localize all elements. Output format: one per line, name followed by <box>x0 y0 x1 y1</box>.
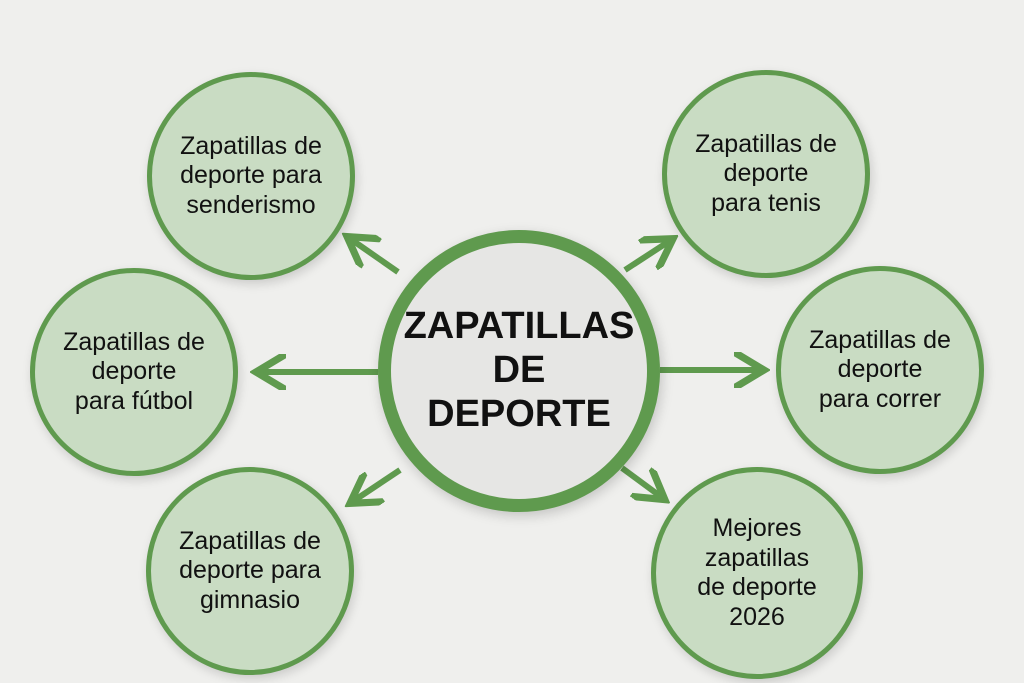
node-label: Zapatillas de deporte para tenis <box>695 129 837 217</box>
node-gimnasio: Zapatillas de deporte para gimnasio <box>146 467 354 675</box>
central-topic-label: ZAPATILLAS DE DEPORTE <box>403 305 635 435</box>
arrow-senderismo <box>352 240 400 275</box>
arrow-mejores <box>620 465 660 496</box>
node-label: Zapatillas de deporte para gimnasio <box>179 526 321 614</box>
node-label: Zapatillas de deporte para senderismo <box>180 131 322 219</box>
node-futbol: Zapatillas de deporte para fútbol <box>30 268 238 476</box>
node-mejores: Mejores zapatillas de deporte 2026 <box>651 467 863 679</box>
node-label: Zapatillas de deporte para fútbol <box>63 327 205 415</box>
node-label: Zapatillas de deporte para correr <box>809 325 951 413</box>
arrow-gimnasio <box>355 467 402 500</box>
node-correr: Zapatillas de deporte para correr <box>776 266 984 474</box>
node-label: Mejores zapatillas de deporte 2026 <box>697 514 817 631</box>
node-senderismo: Zapatillas de deporte para senderismo <box>147 72 355 280</box>
arrow-tenis <box>623 242 668 273</box>
node-tenis: Zapatillas de deporte para tenis <box>662 70 870 278</box>
central-topic-node: ZAPATILLAS DE DEPORTE <box>378 230 660 512</box>
